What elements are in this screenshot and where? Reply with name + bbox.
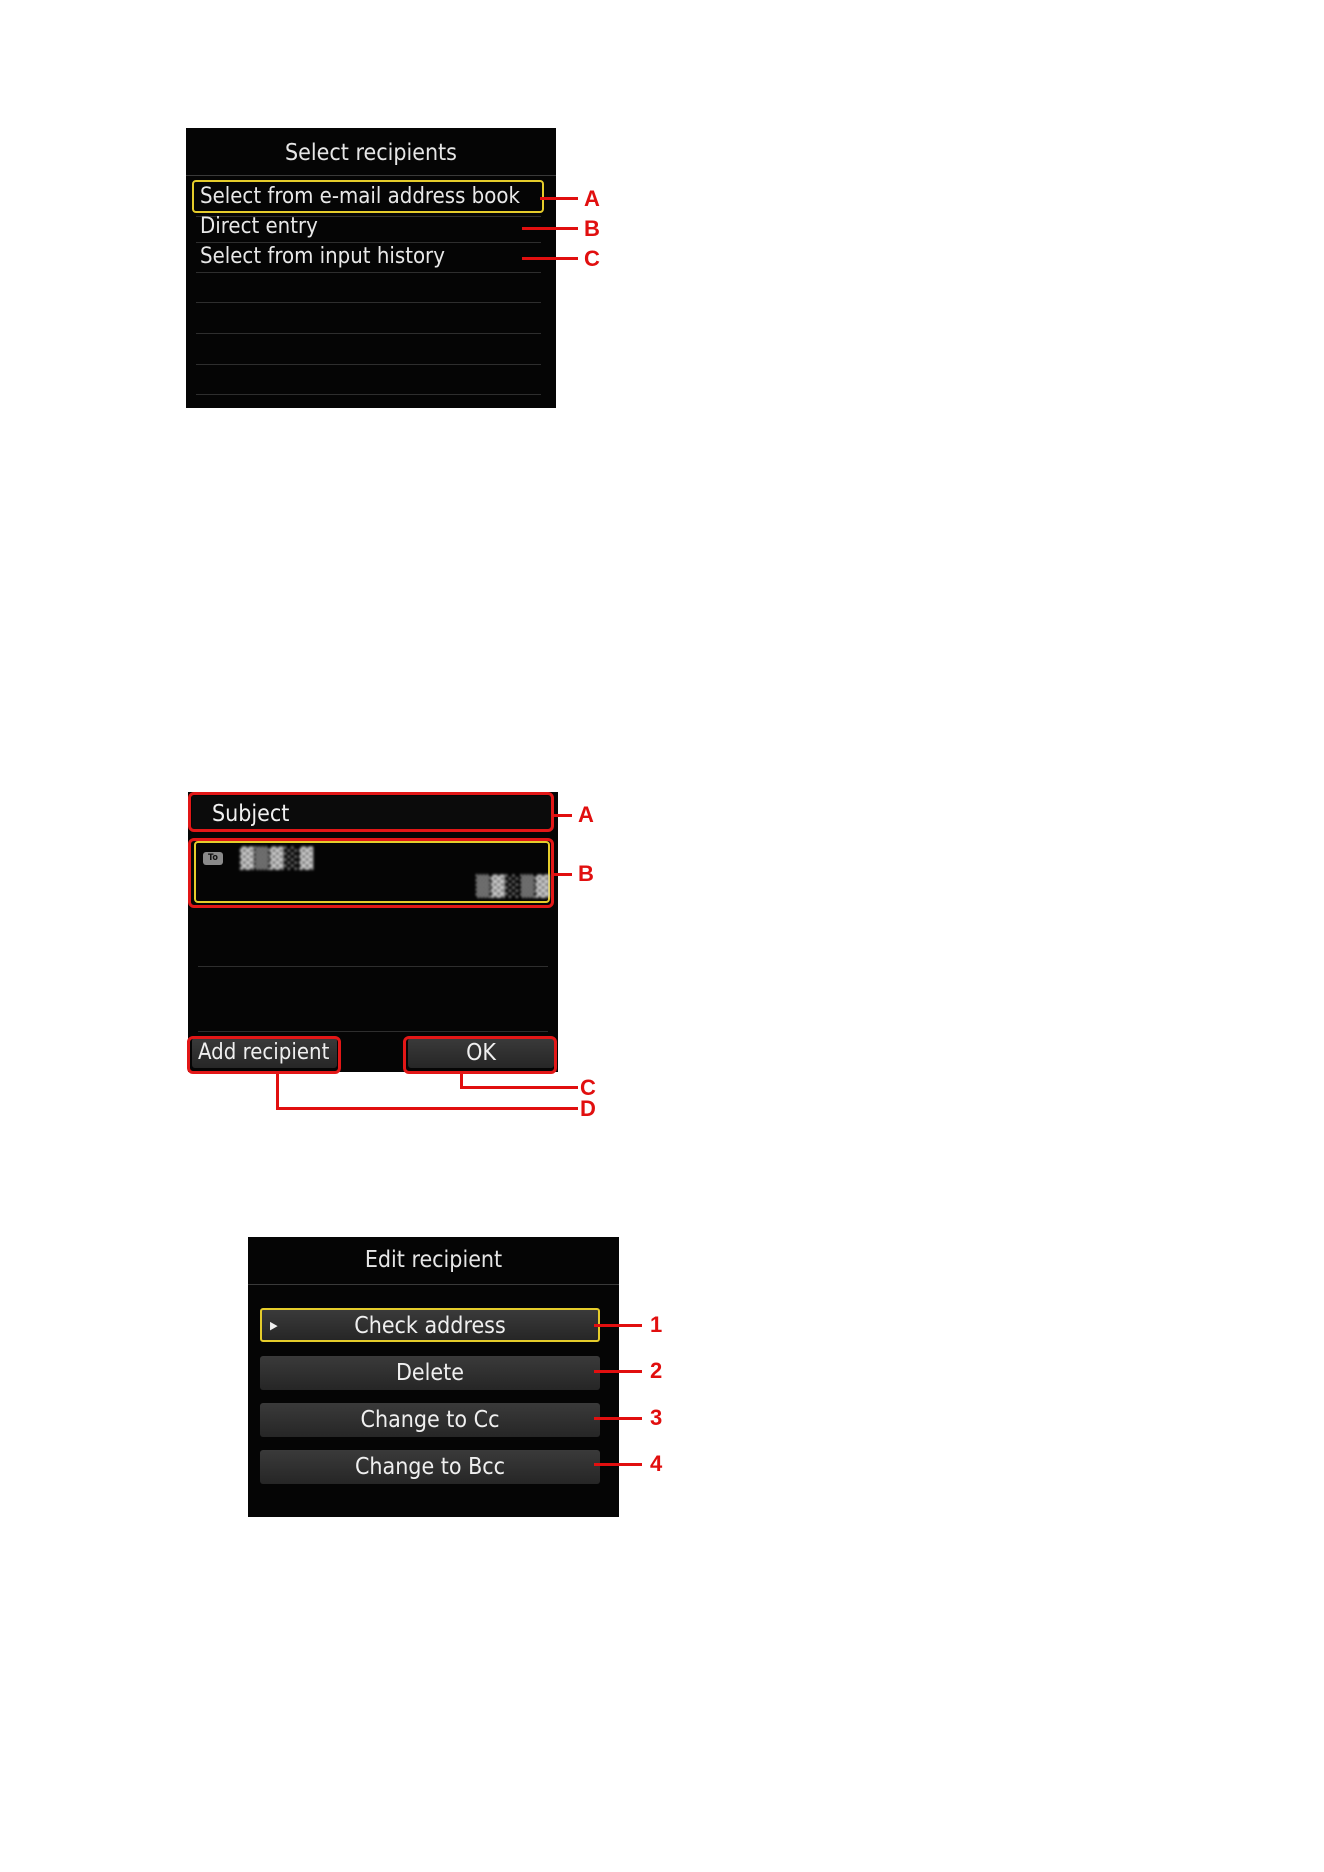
change-to-bcc-label: Change to Bcc — [355, 1454, 505, 1480]
callout-label: C — [584, 248, 600, 270]
edit-recipient-screen: Edit recipient ▶ Check address Delete Ch… — [248, 1237, 619, 1517]
callout-label: A — [584, 188, 600, 210]
callout-line — [594, 1370, 642, 1373]
callout-box-subject — [188, 792, 554, 832]
callout-label: B — [578, 863, 594, 885]
callout-line — [540, 197, 578, 200]
callout-label: 3 — [650, 1407, 662, 1429]
row-divider — [196, 333, 541, 334]
callout-line — [594, 1463, 642, 1466]
change-to-cc-label: Change to Cc — [361, 1407, 500, 1433]
change-to-bcc-button[interactable]: Change to Bcc — [260, 1450, 600, 1484]
callout-line — [594, 1324, 642, 1327]
recipient-list-screen: Subject To ▓▒▓░▓ ▒▓░▒▓ Add recipient OK — [188, 792, 558, 1072]
callout-label: 2 — [650, 1360, 662, 1382]
callout-line — [522, 227, 578, 230]
title-divider — [248, 1284, 619, 1285]
callout-line — [554, 873, 572, 876]
delete-button[interactable]: Delete — [260, 1356, 600, 1390]
callout-label: B — [584, 218, 600, 240]
check-address-button[interactable]: ▶ Check address — [260, 1308, 600, 1342]
callout-line — [276, 1074, 279, 1109]
check-address-label: Check address — [354, 1313, 506, 1339]
menu-item-input-history[interactable]: Select from input history — [200, 242, 445, 272]
callout-box-recipient — [188, 838, 554, 908]
screen-title: Select recipients — [186, 140, 556, 166]
menu-item-address-book[interactable]: Select from e-mail address book — [200, 182, 520, 212]
row-divider — [196, 394, 541, 395]
callout-label: A — [578, 804, 594, 826]
title-divider — [186, 175, 556, 176]
callout-label: 1 — [650, 1314, 662, 1336]
row-divider — [198, 966, 548, 967]
select-recipients-screen: Select recipients Select from e-mail add… — [186, 128, 556, 408]
screen-title: Edit recipient — [248, 1247, 619, 1273]
callout-box-ok — [403, 1036, 557, 1074]
menu-item-direct-entry[interactable]: Direct entry — [200, 212, 318, 242]
callout-box-add-recipient — [187, 1036, 341, 1074]
delete-label: Delete — [396, 1360, 464, 1386]
callout-label: D — [580, 1098, 596, 1120]
play-arrow-icon: ▶ — [270, 1310, 278, 1342]
row-divider — [198, 1031, 548, 1032]
row-divider — [196, 364, 541, 365]
callout-line — [594, 1417, 642, 1420]
callout-line — [276, 1107, 578, 1110]
callout-line — [522, 257, 578, 260]
callout-line — [554, 814, 572, 817]
row-divider — [196, 302, 541, 303]
callout-label: 4 — [650, 1453, 662, 1475]
callout-line — [460, 1086, 578, 1089]
change-to-cc-button[interactable]: Change to Cc — [260, 1403, 600, 1437]
row-divider — [196, 272, 541, 273]
